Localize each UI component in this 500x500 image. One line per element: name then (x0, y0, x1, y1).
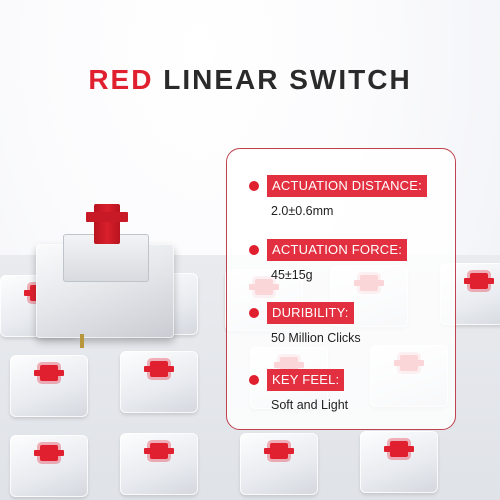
spec-value: Soft and Light (271, 398, 349, 412)
spec-label: DURIBILITY: (267, 302, 354, 324)
spec-value: 45±15g (271, 268, 313, 282)
switch-pin (80, 334, 84, 348)
switch-stem (34, 365, 64, 381)
spec-label: ACTUATION DISTANCE: (267, 175, 427, 197)
spec-value: 2.0±0.6mm (271, 204, 334, 218)
title-rest: LINEAR SWITCH (163, 64, 412, 95)
background-switch (120, 351, 198, 413)
background-switch (120, 433, 198, 495)
switch-stem (34, 445, 64, 461)
specs-card: ACTUATION DISTANCE: 2.0±0.6mm ACTUATION … (226, 148, 456, 430)
hero-switch (28, 204, 180, 348)
background-switch (360, 431, 438, 493)
bullet-dot (249, 308, 259, 318)
switch-stem (144, 361, 174, 377)
switch-stem (264, 443, 294, 459)
background-switch (10, 355, 88, 417)
switch-stem (384, 441, 414, 457)
spec-value: 50 Million Clicks (271, 331, 361, 345)
spec-label: KEY FEEL: (267, 369, 345, 391)
spec-label: ACTUATION FORCE: (267, 239, 408, 261)
page-title: RED LINEAR SWITCH (0, 64, 500, 96)
background-switch (10, 435, 88, 497)
bullet-dot (249, 181, 259, 191)
switch-stem (464, 273, 494, 289)
red-stem (86, 204, 128, 244)
title-accent-word: RED (88, 64, 154, 95)
bullet-dot (249, 245, 259, 255)
bullet-dot (249, 375, 259, 385)
background-switch (240, 433, 318, 495)
switch-stem (144, 443, 174, 459)
